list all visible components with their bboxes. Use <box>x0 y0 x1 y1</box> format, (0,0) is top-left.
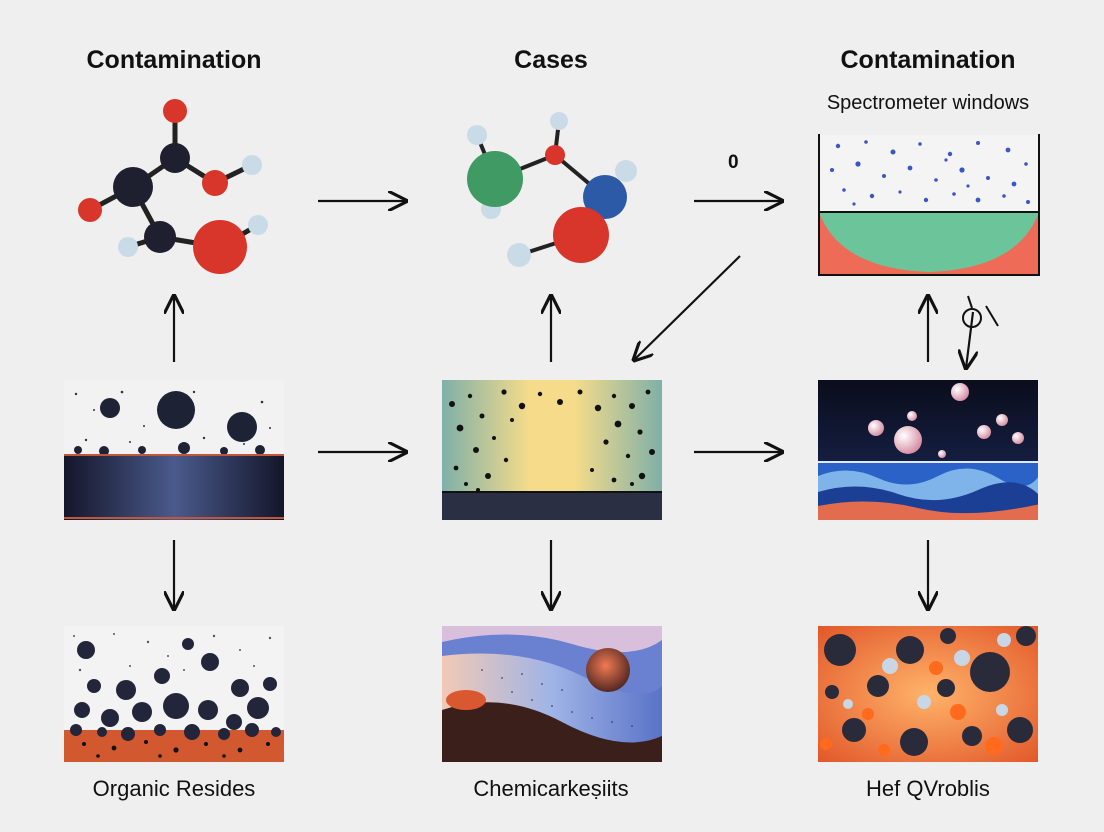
panel-gradient-dots <box>442 380 662 520</box>
oxygen-atom <box>163 99 187 123</box>
caption-center: Chemicarkeṣiits <box>473 776 629 801</box>
hydrogen-atom <box>242 155 262 175</box>
particle <box>227 412 257 442</box>
molecule-center <box>467 112 637 267</box>
hydrogen-atom <box>467 125 487 145</box>
caption-left: Organic Resides <box>92 776 256 801</box>
bubble <box>951 383 969 401</box>
panel-particles-on-surface <box>64 380 284 520</box>
bubble <box>977 425 991 439</box>
bubble <box>938 450 946 458</box>
deposit-sphere <box>586 648 630 692</box>
molecule-left <box>78 99 268 274</box>
oxygen-atom <box>545 145 565 165</box>
carbon-atom <box>144 221 176 253</box>
hydrogen-atom <box>118 237 138 257</box>
bubble <box>996 414 1008 426</box>
arrow-diagonal <box>634 255 741 360</box>
oxygen-atom <box>553 207 609 263</box>
hydrogen-atom <box>615 160 637 182</box>
panel-chemical-deposits <box>442 626 662 762</box>
blue-atom <box>583 175 627 219</box>
bubble <box>894 426 922 454</box>
spectrometer-window <box>818 134 1040 276</box>
arrow-label: 0 <box>728 152 739 173</box>
title-left: Contamination <box>86 46 262 74</box>
green-atom <box>467 151 523 207</box>
carbon-atom <box>160 143 190 173</box>
carbon-atom <box>113 167 153 207</box>
bubble <box>868 420 884 436</box>
oxygen-atom <box>78 198 102 222</box>
subtitle-spectrometer-windows: Spectrometer windows <box>826 92 1030 114</box>
oxygen-atom <box>202 170 228 196</box>
particle <box>157 391 195 429</box>
particle <box>100 398 120 418</box>
hydrogen-atom <box>550 112 568 130</box>
lens-icon <box>962 295 999 328</box>
bubble <box>1012 432 1024 444</box>
title-center: Cases <box>514 46 588 74</box>
deposit-disc <box>446 690 486 710</box>
panel-organic-residues <box>64 626 284 762</box>
panel-bubbles-surface <box>818 380 1038 520</box>
title-right: Contamination <box>840 46 1016 74</box>
caption-right: Hef QVroblis <box>866 776 990 801</box>
hydrogen-atom <box>248 215 268 235</box>
bubble <box>907 411 917 421</box>
panel-problems <box>818 626 1038 762</box>
arrow-small-down <box>966 311 973 368</box>
hydrogen-atom <box>507 243 531 267</box>
oxygen-atom <box>193 220 247 274</box>
